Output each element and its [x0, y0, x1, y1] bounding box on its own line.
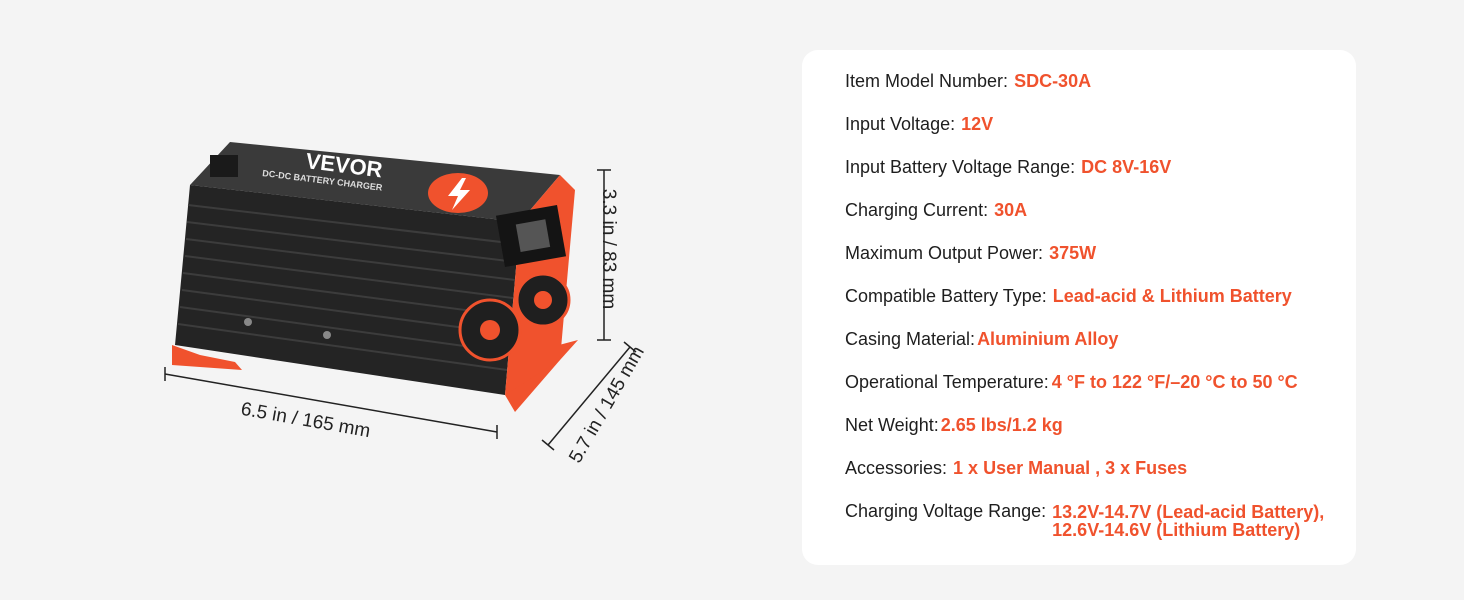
spec-value: Lead-acid & Lithium Battery — [1052, 286, 1292, 306]
spec-value: 12V — [961, 114, 994, 134]
spec-label: Operational Temperature: — [845, 372, 1049, 392]
spec-value: DC 8V-16V — [1081, 157, 1172, 177]
spec-value: 1 x User Manual , 3 x Fuses — [953, 458, 1188, 478]
spec-row-operational-temperature: Operational Temperature: 4 °F to 122 °F/… — [845, 372, 1298, 393]
spec-value: Aluminium Alloy — [977, 329, 1119, 349]
spec-label: Input Battery Voltage Range: — [845, 157, 1076, 177]
spec-label: Maximum Output Power: — [845, 243, 1044, 263]
fan-icon — [458, 272, 571, 362]
spec-value: 13.2V-14.7V (Lead-acid Battery), 12.6V-1… — [1052, 503, 1324, 539]
spec-row-net-weight: Net Weight: 2.65 lbs/1.2 kg — [845, 415, 1063, 436]
lightning-logo-icon — [428, 173, 488, 213]
product-illustration-area: VEVOR DC-DC BATTERY CHARGER 6.5 in / 165… — [164, 142, 649, 467]
spec-value-line: 13.2V-14.7V (Lead-acid Battery), — [1052, 502, 1325, 522]
spec-row-output-power: Maximum Output Power: 375W — [845, 243, 1096, 264]
specifications-card: Item Model Number: SDC-30A Input Voltage… — [802, 50, 1356, 565]
spec-row-battery-voltage-range: Input Battery Voltage Range: DC 8V-16V — [845, 157, 1171, 178]
spec-value: 30A — [994, 200, 1028, 220]
spec-label: Net Weight: — [845, 415, 939, 435]
spec-row-accessories: Accessories: 1 x User Manual , 3 x Fuses — [845, 458, 1187, 479]
spec-label: Input Voltage: — [845, 114, 956, 134]
spec-row-input-voltage: Input Voltage: 12V — [845, 114, 993, 135]
spec-value-line: 12.6V-14.6V (Lithium Battery) — [1052, 520, 1301, 540]
spec-label: Charging Voltage Range: — [845, 501, 1047, 521]
spec-label: Compatible Battery Type: — [845, 286, 1047, 306]
spec-label: Casing Material: — [845, 329, 976, 349]
spec-value: 4 °F to 122 °F/–20 °C to 50 °C — [1051, 372, 1298, 392]
spec-label: Item Model Number: — [845, 71, 1009, 91]
spec-value: 375W — [1049, 243, 1097, 263]
spec-row-model: Item Model Number: SDC-30A — [845, 71, 1091, 92]
height-dimension-label: 3.3 in / 83 mm — [598, 188, 620, 310]
spec-label: Accessories: — [845, 458, 948, 478]
spec-row-battery-type: Compatible Battery Type: Lead-acid & Lit… — [845, 286, 1292, 307]
spec-label: Charging Current: — [845, 200, 989, 220]
spec-value: 2.65 lbs/1.2 kg — [940, 415, 1063, 435]
dimension-lines — [164, 169, 637, 451]
spec-row-charging-voltage-range: Charging Voltage Range: 13.2V-14.7V (Lea… — [845, 501, 1324, 539]
spec-value: SDC-30A — [1014, 71, 1092, 91]
spec-row-charging-current: Charging Current: 30A — [845, 200, 1027, 221]
spec-row-casing-material: Casing Material: Aluminium Alloy — [845, 329, 1118, 350]
heatsink-fins — [177, 204, 519, 371]
product-image: VEVOR DC-DC BATTERY CHARGER — [164, 142, 637, 451]
